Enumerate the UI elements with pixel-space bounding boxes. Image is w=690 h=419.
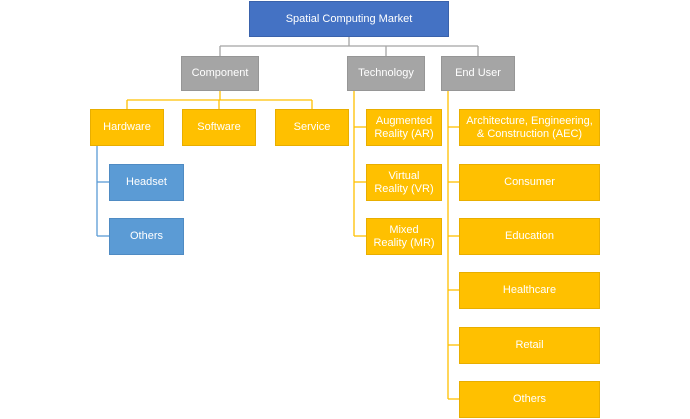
node-service-label: Service [293, 121, 331, 133]
node-service: Service [275, 109, 349, 146]
node-augmented-reality-label: Augmented Reality (AR) [374, 114, 434, 140]
node-headset: Headset [109, 164, 184, 201]
category-end-user-label: End User [455, 67, 501, 79]
category-component-label: Component [191, 67, 249, 79]
node-end-user-others: Others [459, 381, 600, 418]
category-end-user: End User [441, 56, 515, 91]
node-software: Software [182, 109, 256, 146]
node-hardware-others-label: Others [129, 230, 163, 242]
root-node: Spatial Computing Market [249, 1, 449, 37]
node-software-label: Software [197, 121, 241, 133]
node-mixed-reality: Mixed Reality (MR) [366, 218, 442, 255]
node-mixed-reality-label: Mixed Reality (MR) [373, 223, 435, 249]
node-hardware: Hardware [90, 109, 164, 146]
node-aec-label: Architecture, Engineering, & Constructio… [466, 114, 593, 140]
node-retail: Retail [459, 327, 600, 364]
node-end-user-others-label: Others [512, 393, 546, 405]
node-augmented-reality: Augmented Reality (AR) [366, 109, 442, 146]
node-healthcare: Healthcare [459, 272, 600, 309]
node-headset-label: Headset [126, 176, 167, 188]
node-consumer: Consumer [459, 164, 600, 201]
node-hardware-others: Others [109, 218, 184, 255]
node-retail-label: Retail [515, 339, 544, 351]
node-virtual-reality: Virtual Reality (VR) [366, 164, 442, 201]
node-healthcare-label: Healthcare [502, 284, 557, 296]
category-technology-label: Technology [358, 67, 414, 79]
node-aec: Architecture, Engineering, & Constructio… [459, 109, 600, 146]
node-education-label: Education [505, 230, 554, 242]
node-education: Education [459, 218, 600, 255]
category-component: Component [181, 56, 259, 91]
category-technology: Technology [347, 56, 425, 91]
root-label: Spatial Computing Market [285, 12, 413, 25]
node-consumer-label: Consumer [504, 176, 555, 188]
node-virtual-reality-label: Virtual Reality (VR) [374, 169, 434, 195]
node-hardware-label: Hardware [103, 121, 151, 133]
